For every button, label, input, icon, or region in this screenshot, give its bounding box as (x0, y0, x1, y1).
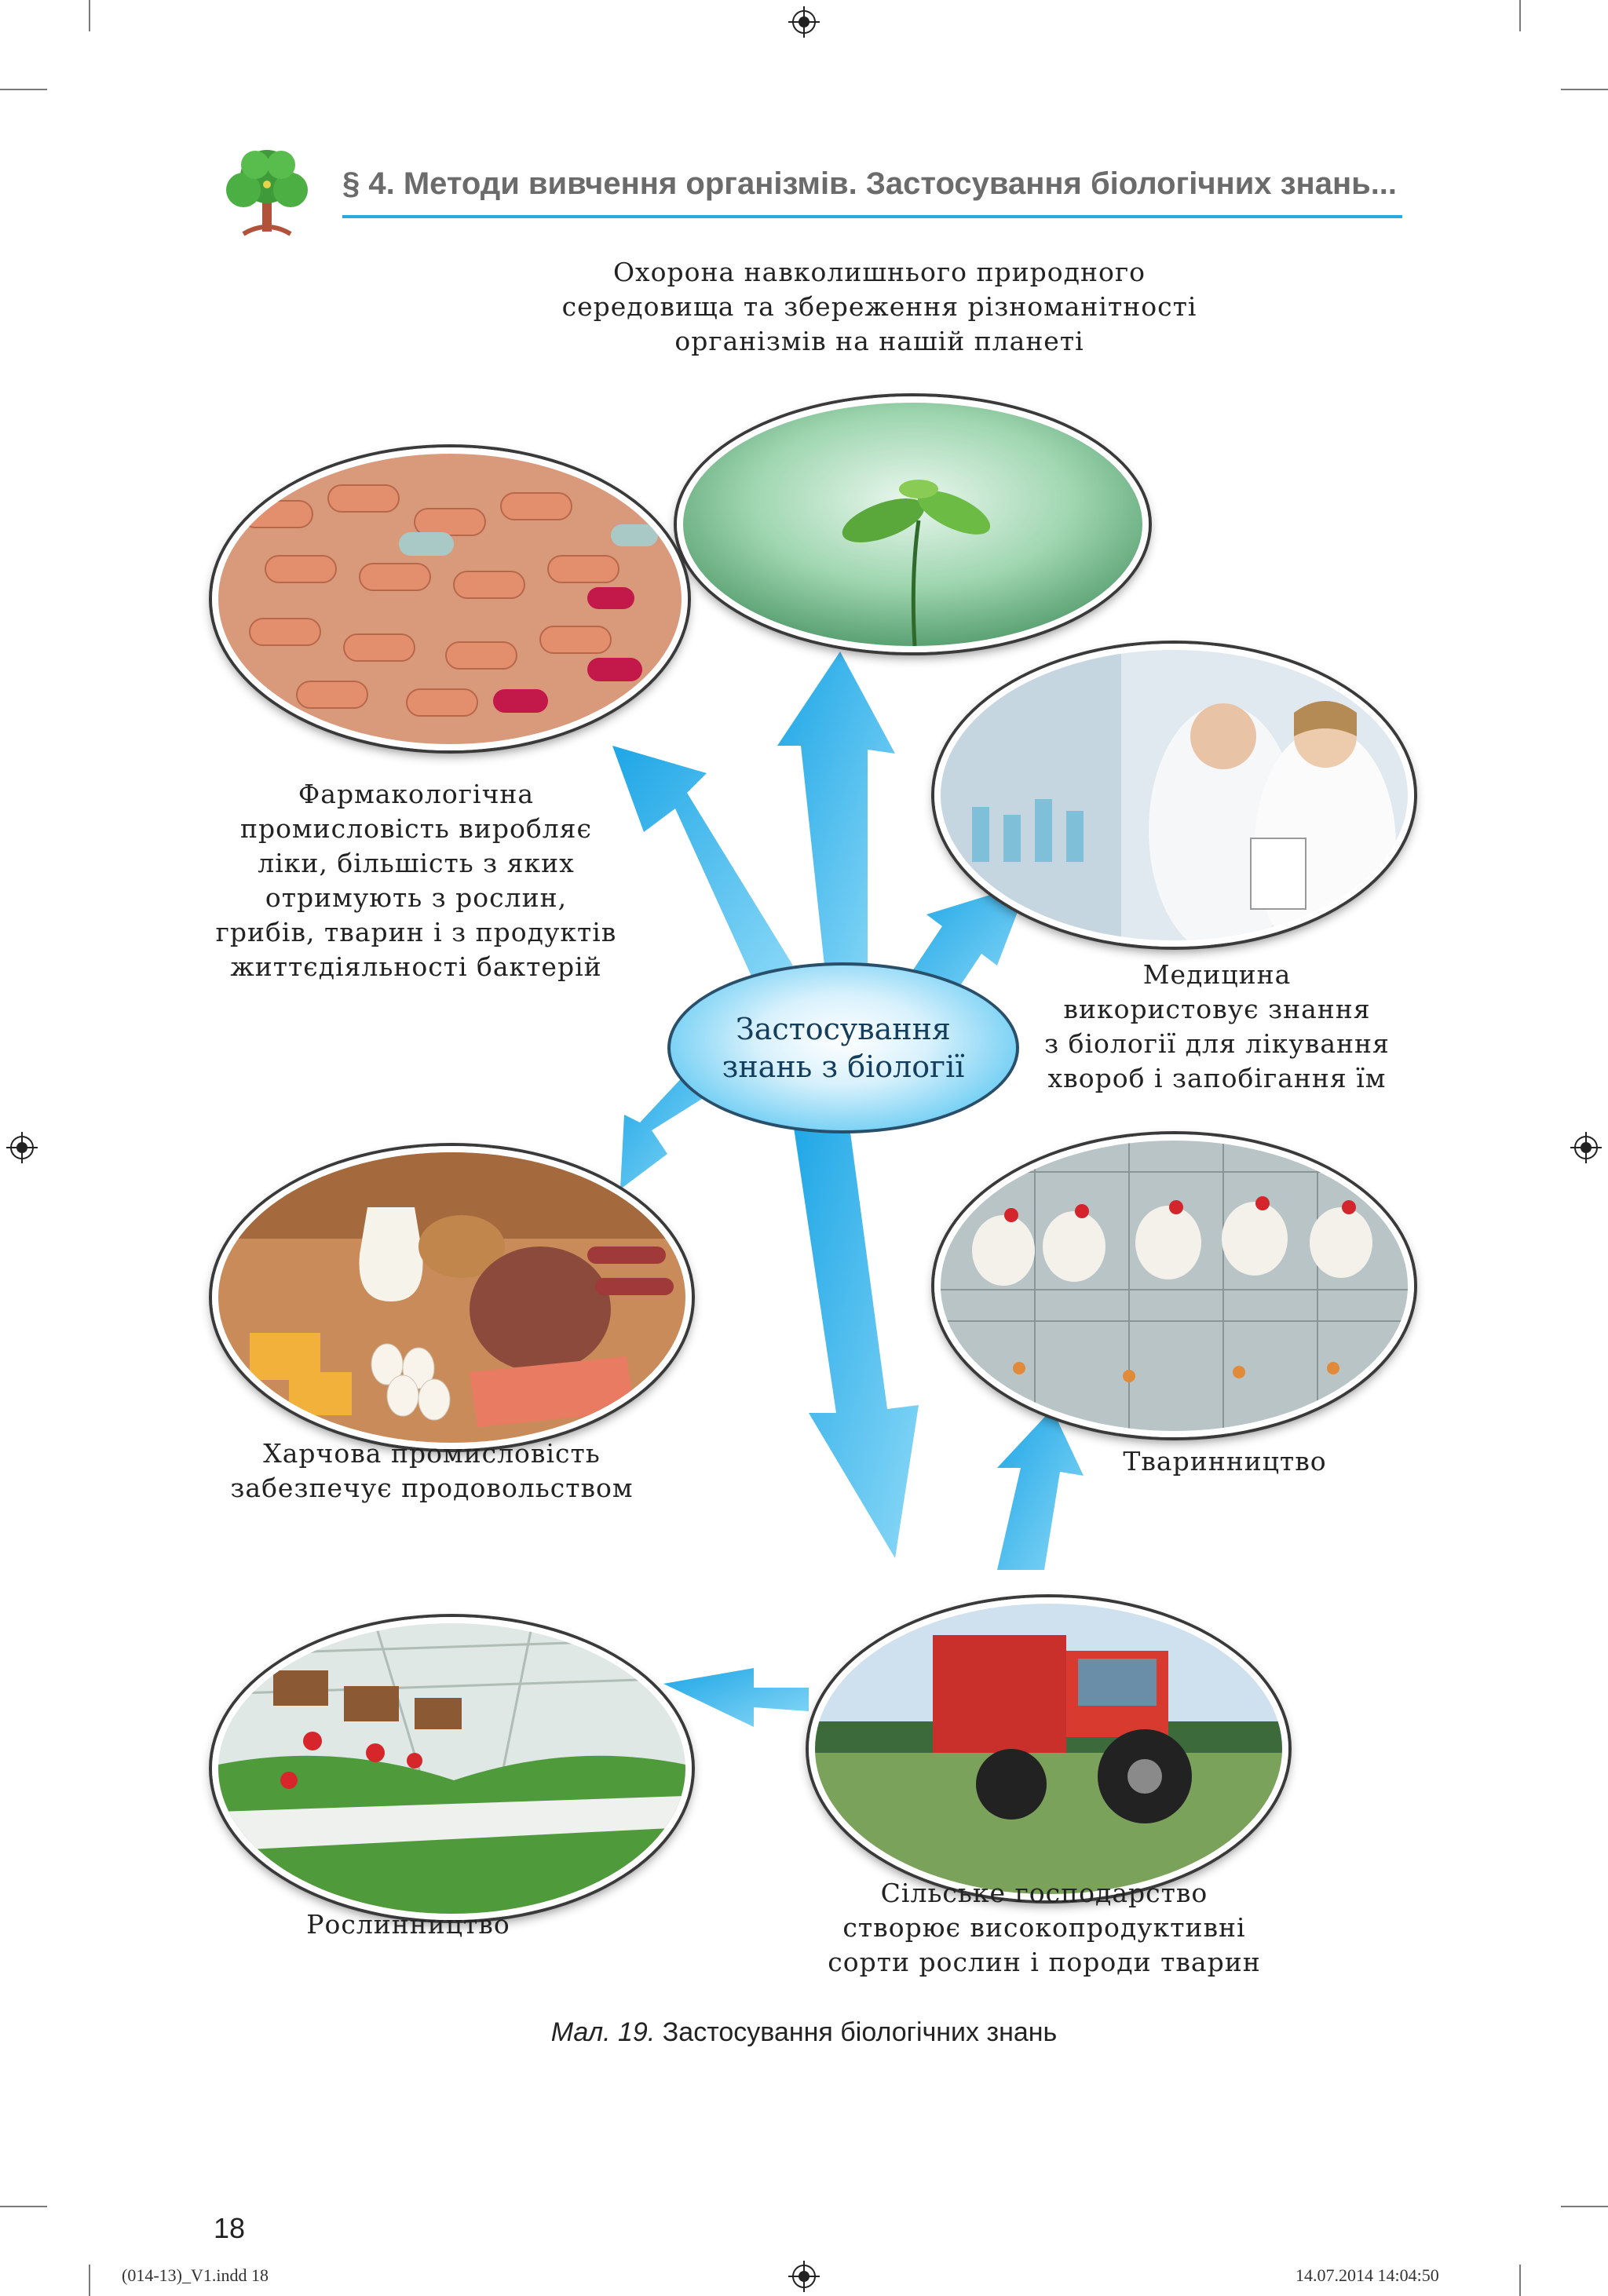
footer-file-slug: (014-13)_V1.indd 18 (122, 2265, 269, 2285)
environment-caption: Охорона навколишнього природного середов… (561, 257, 1197, 356)
arrow-to-pharmacology (612, 746, 793, 981)
crops-caption: Рослинництво (306, 1909, 510, 1940)
registration-mark-icon (6, 1132, 38, 1163)
arrow-to-environment (777, 652, 895, 965)
environment-photo (677, 396, 1149, 652)
arrow-to-medicine (911, 883, 1029, 1001)
tree-logo-icon (226, 150, 308, 236)
central-concept-line1: Застосування (736, 1012, 951, 1046)
arrow-to-agriculture (793, 1115, 919, 1558)
livestock-caption: Тваринництво (1123, 1446, 1327, 1477)
registration-mark-icon (788, 6, 820, 38)
arrow-to-livestock (997, 1409, 1084, 1570)
central-concept-node: Застосування знань з біології (667, 962, 1019, 1133)
crops-photo (212, 1617, 692, 1920)
page-number: 18 (214, 2212, 246, 2244)
medicine-caption: Медицина використовує знання з біології … (1044, 959, 1390, 1093)
medicine-photo (934, 644, 1414, 947)
crop-mark (89, 2265, 90, 2296)
food-photo (212, 1146, 692, 1449)
figure-label: Мал. 19. (550, 2017, 656, 2047)
figure-text: Застосування біологічних знань (655, 2017, 1058, 2047)
agriculture-photo (809, 1597, 1288, 1900)
registration-mark-icon (1570, 1132, 1602, 1163)
agriculture-caption: Сільське господарство створює високопрод… (828, 1878, 1261, 1977)
arrow-to-food (620, 1060, 714, 1189)
figure-caption: Мал. 19. Застосування біологічних знань (0, 2017, 1608, 2048)
page-header-title: § 4. Методи вивчення організмів. Застосу… (342, 166, 1398, 201)
central-concept-line2: знань з біології (722, 1049, 965, 1084)
footer-timestamp: 14.07.2014 14:04:50 (1296, 2265, 1439, 2285)
pharmacology-photo (212, 447, 688, 750)
crop-mark (0, 2206, 47, 2207)
crop-mark (89, 0, 90, 31)
crop-mark (1561, 89, 1608, 90)
arrow-to-crops (663, 1668, 809, 1727)
registration-mark-icon (788, 2261, 820, 2292)
food-caption: Харчова промисловість забезпечує продово… (230, 1438, 634, 1503)
crop-mark (0, 89, 47, 90)
crop-mark (1519, 2265, 1521, 2296)
crop-mark (1561, 2206, 1608, 2207)
pharmacology-caption: Фармакологічна промисловість виробляє лі… (215, 779, 617, 982)
header-divider (342, 215, 1402, 218)
crop-mark (1519, 0, 1521, 31)
livestock-photo (934, 1134, 1414, 1437)
